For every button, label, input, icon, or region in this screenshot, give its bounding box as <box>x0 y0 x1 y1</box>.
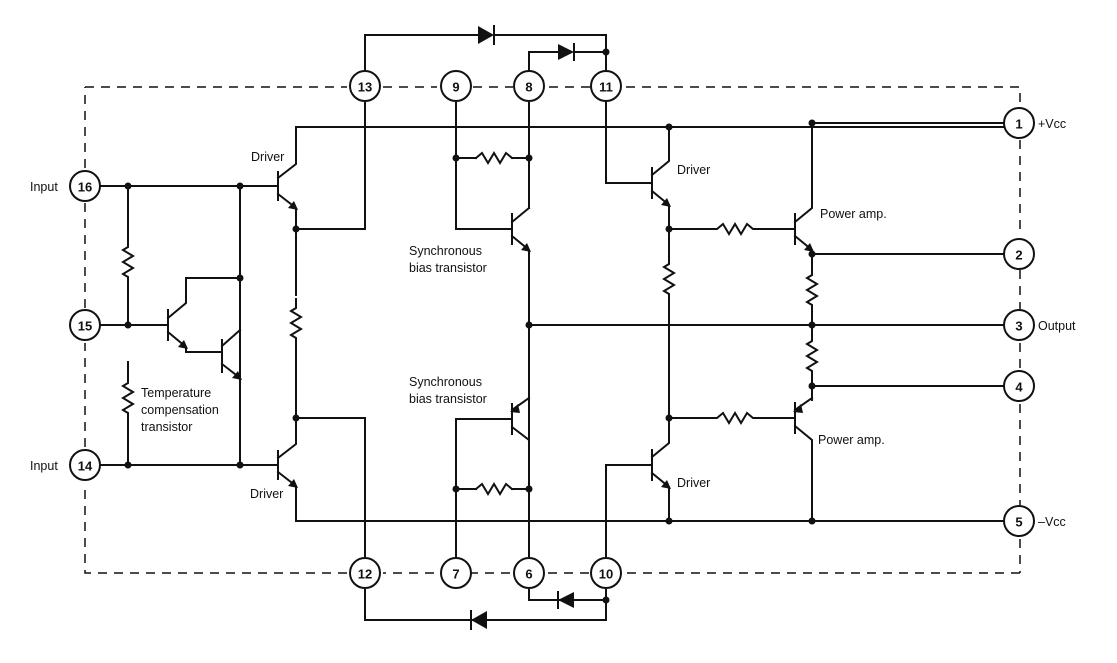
pin-3: 3 <box>1003 309 1035 341</box>
svg-text:16: 16 <box>78 180 92 195</box>
temp-comp-label-line3: transistor <box>141 420 192 434</box>
right-drivers <box>605 102 675 557</box>
svg-text:2: 2 <box>1015 248 1022 263</box>
temp-comp-transistor <box>166 185 242 466</box>
vcc-negative-label: –Vcc <box>1038 515 1066 529</box>
sync-bias-top-label-line2: bias transistor <box>409 261 487 275</box>
svg-text:9: 9 <box>452 80 459 95</box>
svg-text:5: 5 <box>1015 515 1022 530</box>
temp-comp-label-line2: compensation <box>141 403 219 417</box>
sync-bias-bottom-label-line1: Synchronous <box>409 375 482 389</box>
pin-16: 16 <box>69 170 101 202</box>
pin-13: 13 <box>349 70 381 102</box>
pin-15: 15 <box>69 309 101 341</box>
pin-10: 10 <box>590 557 622 589</box>
driver-left-top-label: Driver <box>251 150 284 164</box>
pin-6: 6 <box>513 557 545 589</box>
power-amp-bottom-label: Power amp. <box>818 433 885 447</box>
svg-text:10: 10 <box>599 567 613 582</box>
svg-text:8: 8 <box>525 80 532 95</box>
sync-bias-bottom-label-line2: bias transistor <box>409 392 487 406</box>
pin-12: 12 <box>349 557 381 589</box>
package-outline <box>84 86 1021 574</box>
pin-11: 11 <box>590 70 622 102</box>
pin-1: 1 <box>1003 107 1035 139</box>
driver-right-bottom-label: Driver <box>677 476 710 490</box>
output-label: Output <box>1038 319 1076 333</box>
svg-text:12: 12 <box>358 567 372 582</box>
svg-text:15: 15 <box>78 319 92 334</box>
pin-5: 5 <box>1003 505 1035 537</box>
svg-text:7: 7 <box>452 567 459 582</box>
top-diodes <box>364 25 610 72</box>
driver-left-bottom-label: Driver <box>250 487 283 501</box>
svg-text:1: 1 <box>1015 117 1022 132</box>
power-amp-top-label: Power amp. <box>820 207 887 221</box>
pin-9: 9 <box>440 70 472 102</box>
pin-14: 14 <box>69 449 101 481</box>
bottom-diodes <box>364 589 610 630</box>
input-bottom-label: Input <box>30 459 58 473</box>
svg-text:11: 11 <box>599 80 613 95</box>
driver-right-top-label: Driver <box>677 163 710 177</box>
svg-text:6: 6 <box>525 567 532 582</box>
svg-text:3: 3 <box>1015 319 1022 334</box>
power-stage <box>528 119 1006 525</box>
sync-bias-bottom <box>452 324 533 557</box>
svg-text:13: 13 <box>358 80 372 95</box>
temp-comp-label-line1: Temperature <box>141 386 211 400</box>
sync-bias-top-label-line1: Synchronous <box>409 244 482 258</box>
pin-4: 4 <box>1003 370 1035 402</box>
pin-7: 7 <box>440 557 472 589</box>
input-top-label: Input <box>30 180 58 194</box>
pin-8: 8 <box>513 70 545 102</box>
svg-text:14: 14 <box>78 459 93 474</box>
vcc-positive-label: +Vcc <box>1038 117 1066 131</box>
left-drivers <box>276 102 1006 557</box>
sync-bias-top <box>452 102 533 522</box>
svg-text:4: 4 <box>1015 380 1023 395</box>
pin-2: 2 <box>1003 238 1035 270</box>
